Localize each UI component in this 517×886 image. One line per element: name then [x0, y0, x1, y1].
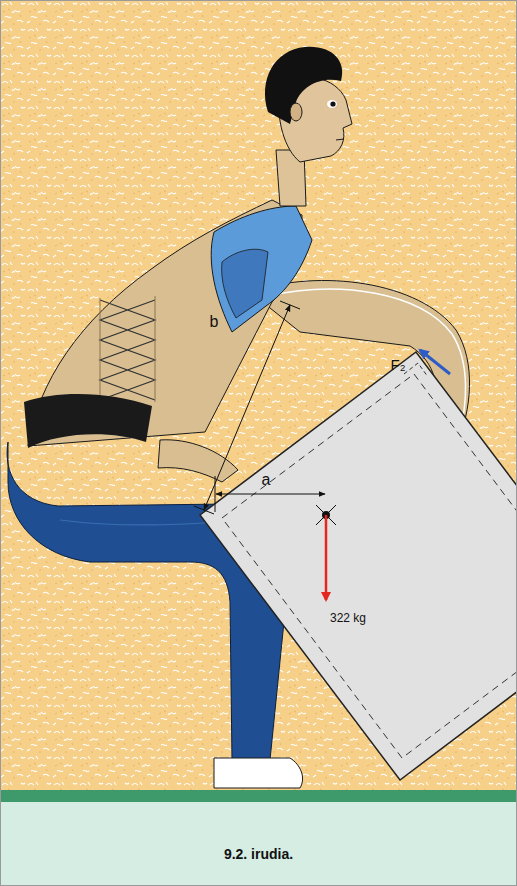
dimension-line — [216, 494, 325, 495]
dimension-tick — [215, 476, 216, 512]
grip-bracket — [404, 363, 428, 377]
belt — [24, 394, 152, 448]
dimension-label: a — [262, 472, 271, 488]
weight-label: 322 kg — [330, 612, 366, 624]
brace-edge — [100, 296, 155, 402]
dimension-line — [204, 305, 290, 510]
ear — [290, 103, 302, 121]
mouth — [336, 139, 344, 140]
dimension-label: b — [210, 314, 219, 330]
hair — [265, 47, 342, 124]
eye-white — [327, 100, 337, 108]
weight-arrow — [325, 515, 328, 600]
force-label: F₂ — [391, 357, 406, 372]
floor-strip — [0, 790, 517, 802]
box-inner-dashed — [222, 374, 517, 758]
shoe — [214, 758, 303, 788]
eye — [330, 101, 335, 106]
shirt — [211, 206, 312, 332]
caption-band — [0, 802, 517, 886]
dimension-tick — [280, 301, 300, 309]
force-arrow — [420, 350, 450, 374]
brace-lacing — [100, 300, 155, 400]
shirt-sleeve — [222, 249, 268, 318]
figure-caption: 9.2. irudia. — [0, 846, 517, 862]
hand — [158, 440, 238, 482]
dimension-tick — [194, 506, 214, 514]
load-box — [200, 352, 517, 780]
